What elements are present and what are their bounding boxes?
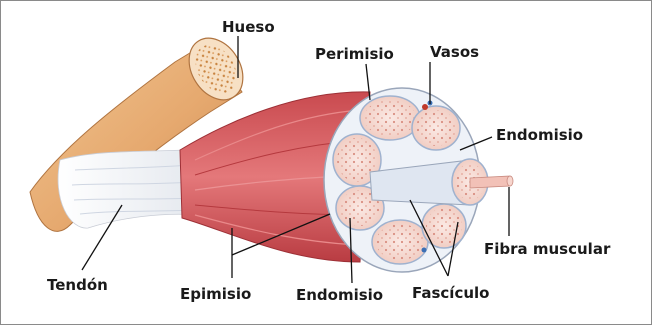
label-endomisio-bottom: Endomisio bbox=[296, 286, 383, 304]
vessel bbox=[422, 248, 427, 253]
tendon bbox=[58, 150, 200, 228]
vessel bbox=[422, 104, 428, 110]
label-tendon: Tendón bbox=[47, 276, 108, 294]
label-endomisio-right: Endomisio bbox=[496, 126, 583, 144]
label-vasos: Vasos bbox=[430, 43, 479, 61]
label-perimisio: Perimisio bbox=[315, 45, 394, 63]
label-hueso: Hueso bbox=[222, 18, 275, 36]
label-epimisio: Epimisio bbox=[180, 285, 251, 303]
label-fibra-muscular: Fibra muscular bbox=[484, 240, 611, 258]
muscle-fiber bbox=[470, 176, 513, 188]
label-fasciculo: Fascículo bbox=[412, 284, 489, 302]
